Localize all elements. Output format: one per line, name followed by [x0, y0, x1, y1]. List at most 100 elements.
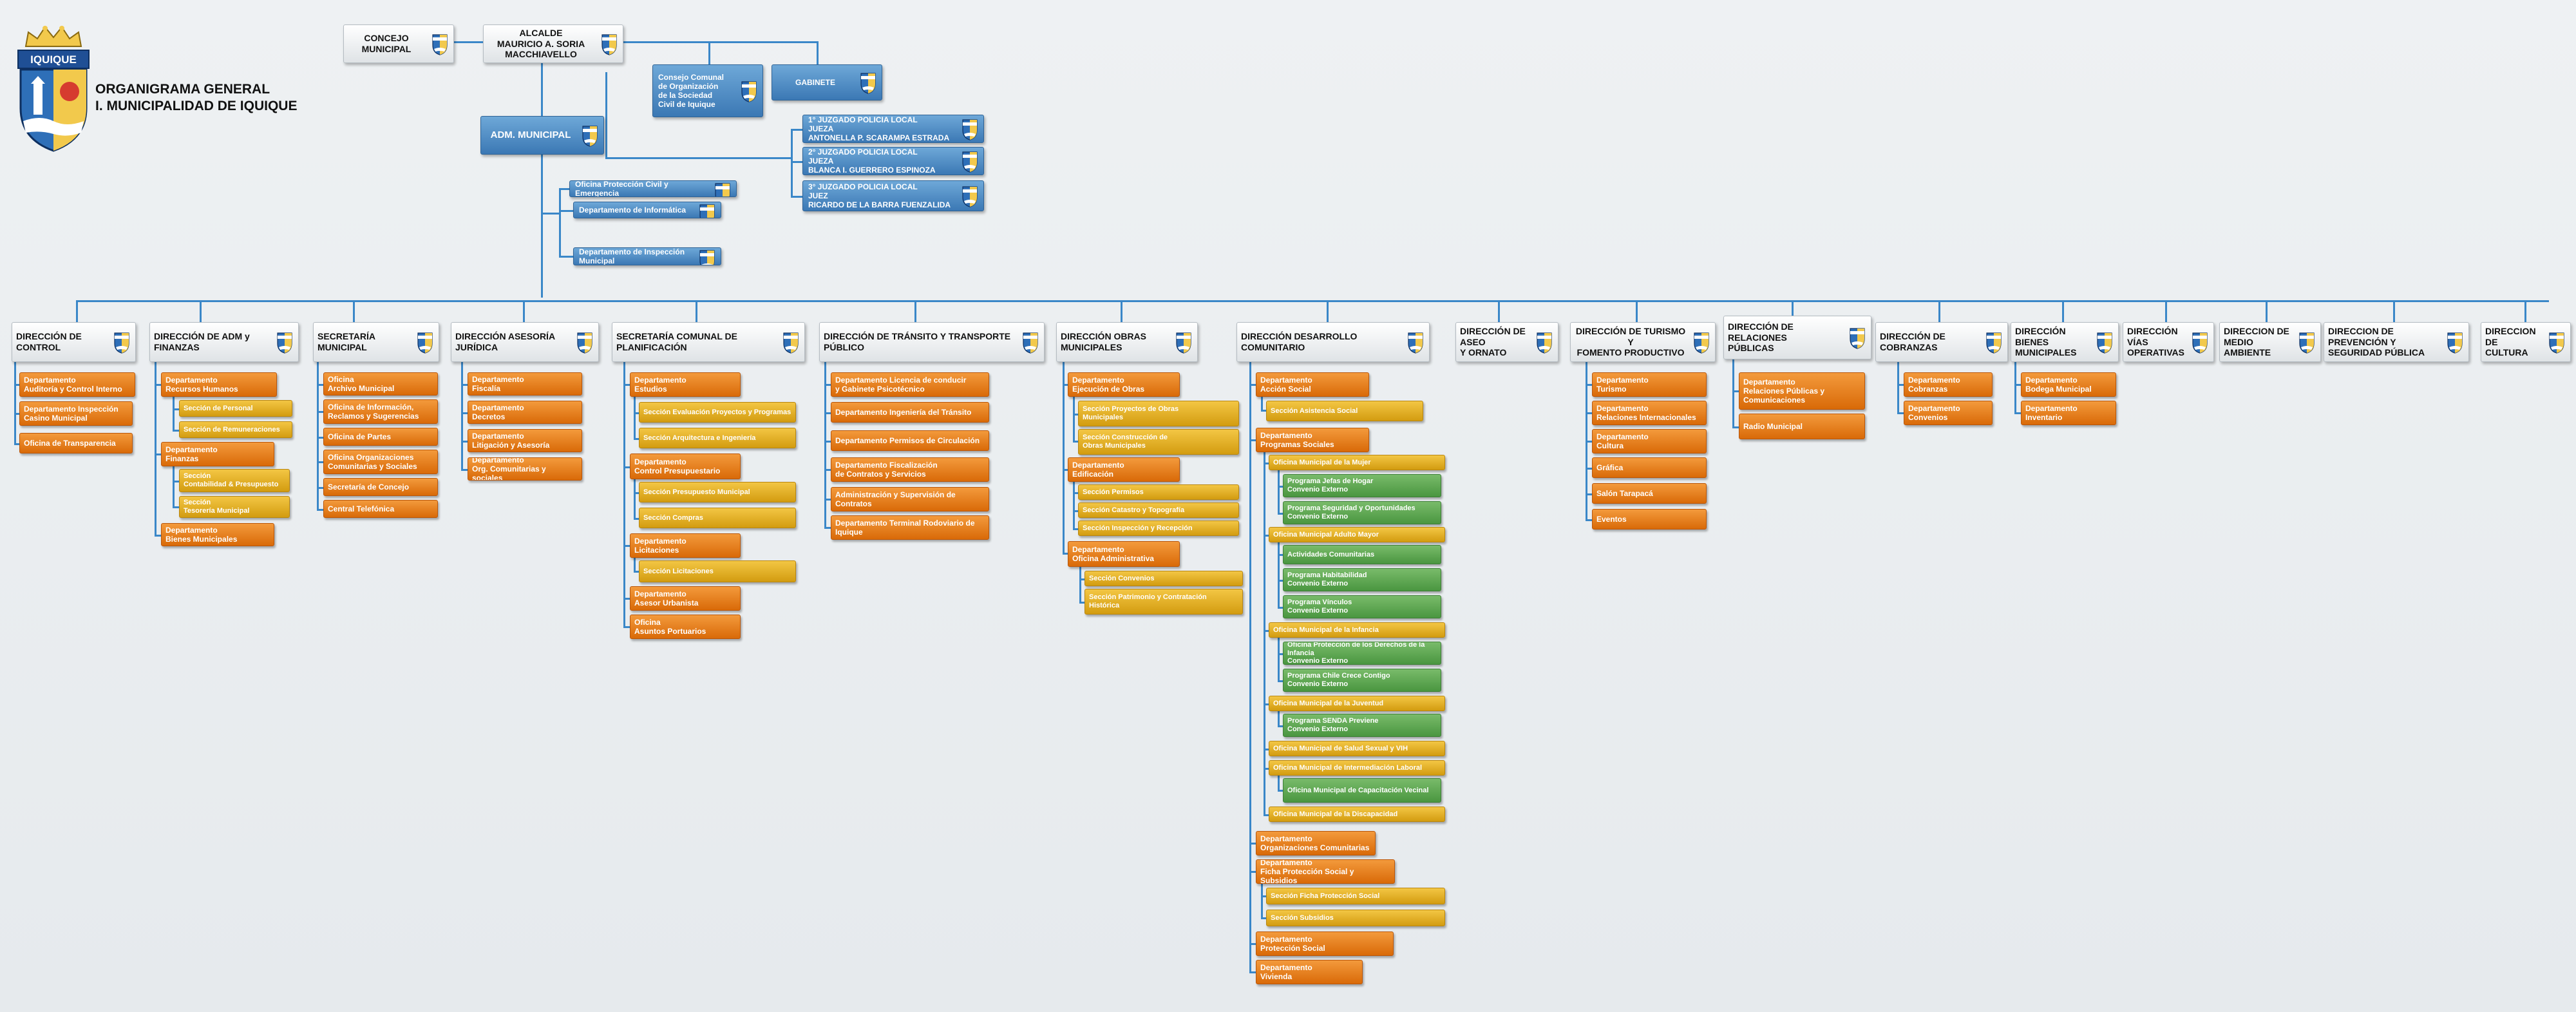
org-node-h_prev: DIRECCION DE PREVENCIÓN Y SEGURIDAD PÚBL…: [2324, 322, 2469, 362]
org-node-label: Departamento Auditoría y Control Interno: [24, 375, 122, 394]
connector-line: [173, 481, 179, 482]
connector-line: [353, 300, 355, 322]
municipal-crest-logo: IQUIQUE: [17, 26, 90, 152]
org-node-d8: Actividades Comunitarias: [1283, 545, 1441, 564]
org-node-d2: Sección Asistencia Social: [1266, 401, 1423, 421]
connector-line: [634, 412, 639, 414]
org-node-t3: Departamento Permisos de Circulación: [831, 430, 989, 451]
org-node-h_rrpp: DIRECCIÓN DE RELACIONES PÚBLICAS: [1723, 316, 1871, 359]
connector-line: [623, 545, 630, 547]
connector-line: [623, 598, 630, 600]
org-node-label: Departamento Recursos Humanos: [166, 375, 238, 394]
org-node-s6: Central Telefónica: [323, 500, 438, 518]
org-node-r1: Departamento Relaciones Públicas y Comun…: [1739, 372, 1865, 410]
org-node-label: Gráfica: [1596, 463, 1624, 472]
org-node-b2: Departamento Inventario: [2021, 401, 2116, 425]
org-node-d17: Oficina Municipal de Intermediación Labo…: [1269, 760, 1445, 776]
org-node-label: Oficina Municipal de Intermediación Labo…: [1273, 763, 1423, 772]
org-node-h_secplan: SECRETARÍA COMUNAL DE PLANIFICACIÓN: [612, 322, 805, 362]
org-node-label: ALCALDE MAURICIO A. SORIA MACCHIAVELLO: [497, 28, 585, 60]
org-node-t2: Departamento Ingeniería del Tránsito: [831, 402, 989, 423]
connector-line: [1938, 300, 1940, 322]
org-node-d3: Departamento Programas Sociales: [1256, 428, 1369, 452]
connector-line: [1249, 871, 1256, 873]
connector-line: [1261, 884, 1263, 919]
connector-line: [634, 518, 639, 520]
org-node-label: CONCEJO MUNICIPAL: [361, 33, 412, 54]
connector-line: [1264, 463, 1269, 464]
connector-line: [634, 558, 636, 572]
org-node-a2: Sección de Personal: [179, 400, 292, 417]
connector-line: [1073, 482, 1075, 528]
connector-line: [1897, 412, 1904, 414]
connector-line: [1073, 397, 1075, 442]
connector-line: [824, 469, 831, 471]
org-node-s3: Oficina de Partes: [323, 428, 438, 446]
org-node-label: Departamento Relaciones Públicas y Comun…: [1743, 377, 1825, 405]
org-node-label: Departamento Acción Social: [1260, 375, 1312, 394]
org-node-label: Sección Subsidios: [1271, 913, 1334, 922]
org-node-label: Sección Compras: [643, 513, 703, 522]
connector-line: [824, 384, 831, 386]
org-node-label: Departamento Inventario: [2025, 403, 2078, 422]
org-node-d11: Oficina Municipal de la Infancia: [1269, 622, 1445, 638]
org-node-label: Sección Evaluación Proyectos y Programas: [643, 408, 791, 416]
connector-line: [14, 362, 16, 444]
connector-line: [173, 408, 179, 410]
org-node-label: Oficina Municipal de Capacitación Vecina…: [1287, 786, 1429, 794]
connector-line: [634, 438, 639, 440]
org-node-label: Central Telefónica: [328, 504, 395, 513]
connector-line: [1121, 300, 1122, 322]
org-node-d20: Departamento Organizaciones Comunitarias: [1256, 831, 1376, 855]
org-node-p10: Oficina Asuntos Portuarios: [630, 615, 741, 639]
crest-icon: [575, 332, 594, 354]
crest-icon: [960, 186, 980, 207]
crest-icon: [2445, 332, 2465, 354]
connector-line: [1278, 542, 1280, 607]
org-node-label: Oficina de Partes: [328, 432, 392, 441]
org-node-label: Departamento Cobranzas: [1908, 375, 1960, 394]
connector-line: [1586, 384, 1592, 386]
connector-line: [541, 155, 543, 298]
org-node-label: Departamento Org. Comunitarias y sociale…: [472, 457, 546, 481]
org-node-label: Departamento Turismo: [1596, 375, 1649, 394]
org-node-o9: Sección Convenios: [1084, 571, 1243, 586]
org-node-label: Departamento Inspección Casino Municipal: [24, 404, 118, 423]
org-node-label: 1° JUZGADO POLICIA LOCAL JUEZA ANTONELLA…: [808, 115, 950, 143]
org-node-label: Departamento Ingeniería del Tránsito: [835, 407, 972, 417]
org-node-label: DIRECCIÓN DE TRÁNSITO Y TRANSPORTE PÚBLI…: [824, 331, 1011, 352]
org-node-label: Departamento Relaciones Internacionales: [1596, 403, 1696, 422]
connector-line: [824, 499, 831, 501]
org-node-t5: Administración y Supervisión de Contrato…: [831, 487, 989, 511]
org-node-label: Administración y Supervisión de Contrato…: [835, 490, 956, 508]
org-node-label: GABINETE: [795, 77, 835, 87]
org-node-o6: Sección Catastro y Topografía: [1078, 502, 1239, 518]
connector-line: [1586, 412, 1592, 414]
connector-line: [1073, 414, 1078, 415]
org-node-gabinete: GABINETE: [772, 64, 882, 100]
connector-line: [461, 362, 463, 470]
connector-line: [461, 469, 468, 471]
org-node-c3: Oficina de Transparencia: [19, 433, 133, 453]
org-node-o2: Sección Proyectos de Obras Municipales: [1078, 401, 1239, 426]
org-node-label: Departamento Convenios: [1908, 403, 1960, 422]
connector-line: [1249, 971, 1256, 973]
org-node-label: DIRECCIÓN BIENES MUNICIPALES: [2015, 326, 2077, 358]
connector-line: [1732, 426, 1739, 428]
connector-line: [1278, 607, 1283, 609]
org-node-label: Radio Municipal: [1743, 421, 1803, 431]
org-node-d18: Oficina Municipal de Capacitación Vecina…: [1283, 778, 1441, 803]
org-node-label: Oficina Municipal de Salud Sexual y VIH: [1273, 744, 1408, 752]
connector-line: [317, 461, 323, 463]
connector-line: [696, 300, 697, 322]
org-node-d14: Oficina Municipal de la Juventud: [1269, 696, 1445, 711]
connector-line: [559, 210, 573, 212]
org-node-label: Departamento Protección Social: [1260, 934, 1325, 953]
org-node-label: DIRECCIÓN DE COBRANZAS: [1880, 331, 1946, 352]
connector-line: [2062, 300, 2064, 322]
connector-line: [1264, 703, 1269, 705]
crest-icon: [697, 249, 717, 265]
org-node-label: Departamento Litigación y Asesoría: [472, 431, 550, 450]
org-node-h_aseo: DIRECCIÓN DE ASEO Y ORNATO: [1455, 322, 1558, 362]
org-node-jpl2: 2° JUZGADO POLICIA LOCAL JUEZA BLANCA I.…: [802, 147, 984, 175]
